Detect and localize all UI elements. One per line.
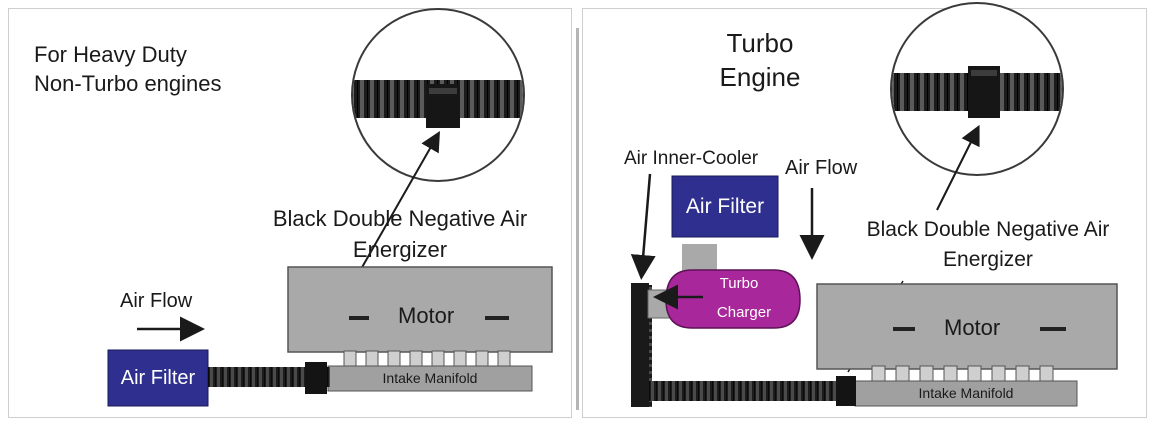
right-turbo-label-line2: Charger <box>716 304 772 321</box>
right-inner-cooler-label: Air Inner-Cooler <box>624 148 759 169</box>
right-air-filter-box <box>671 175 779 238</box>
left-title-line2: Non-Turbo engines <box>34 71 222 96</box>
left-energizer-label-line1: Black Double Negative Air <box>272 206 528 231</box>
right-hose <box>649 381 849 401</box>
right-air-filter-label: Air Filter <box>685 194 765 218</box>
right-energizer-label-line1: Black Double Negative Air <box>866 218 1110 241</box>
right-title-line2: Engine <box>719 62 801 92</box>
left-motor-block <box>287 266 553 392</box>
right-energizer-label-line2: Energizer <box>943 248 1033 271</box>
left-title-line1: For Heavy Duty <box>34 42 187 67</box>
left-energizer-label-line2: Energizer <box>352 237 448 262</box>
right-energizer-pointer <box>936 124 980 211</box>
right-air-flow-label: Air Flow <box>785 157 858 179</box>
right-intake-manifold-label: Intake Manifold <box>918 385 1014 401</box>
right-energizer <box>836 376 856 406</box>
left-hose <box>208 367 330 387</box>
panel-divider <box>576 28 579 410</box>
left-energizer <box>305 362 327 394</box>
right-motor-block <box>816 283 1118 407</box>
right-cooler-bar <box>631 283 649 407</box>
right-turbo-label-line1: Turbo <box>719 275 759 292</box>
right-title-line1: Turbo <box>726 28 794 58</box>
right-inner-cooler-pointer <box>630 173 656 280</box>
left-motor-label: Motor <box>398 303 455 328</box>
left-intake-manifold-label: Intake Manifold <box>382 370 478 386</box>
left-magnifier <box>351 8 525 182</box>
left-air-filter-label: Air Filter <box>120 366 196 389</box>
right-motor-label: Motor <box>944 315 1001 340</box>
left-air-flow-label: Air Flow <box>120 290 193 312</box>
right-magnifier <box>890 2 1064 176</box>
